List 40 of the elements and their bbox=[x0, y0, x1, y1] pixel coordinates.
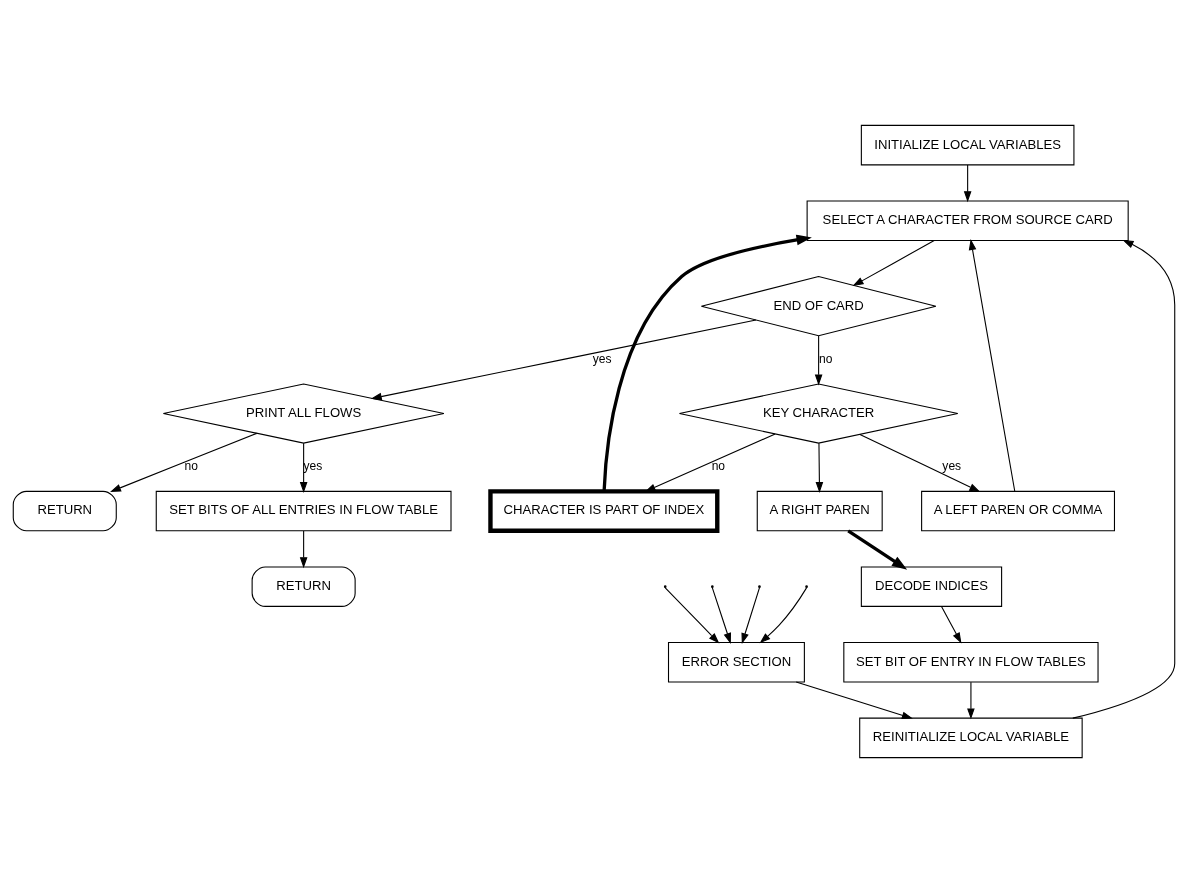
edge-label: yes bbox=[592, 351, 612, 366]
arrow bbox=[644, 432, 776, 492]
edge-label: no bbox=[819, 351, 833, 366]
arrow bbox=[941, 605, 962, 644]
edge-label: no bbox=[184, 458, 199, 473]
arrow bbox=[711, 586, 732, 644]
arrow bbox=[602, 234, 812, 491]
arrow bbox=[847, 529, 908, 570]
node-box: A LEFT PAREN OR COMMA bbox=[921, 490, 1115, 531]
node-box: SET BITS OF ALL ENTRIES IN FLOW TABLE bbox=[155, 490, 452, 531]
arrow bbox=[299, 442, 308, 493]
arrow bbox=[370, 319, 757, 400]
node-box: SELECT A CHARACTER FROM SOURCE CARD bbox=[806, 199, 1129, 241]
arrow bbox=[815, 442, 824, 493]
node-box: A RIGHT PAREN bbox=[756, 490, 883, 531]
arrow bbox=[299, 530, 308, 568]
arrow bbox=[1072, 239, 1176, 719]
node-diamond: KEY CHARACTER bbox=[678, 382, 959, 444]
node-box: RETURN bbox=[251, 565, 356, 607]
edge-label: no bbox=[711, 458, 726, 473]
node-box: DECODE INDICES bbox=[860, 565, 1003, 607]
arrow bbox=[963, 164, 972, 202]
arrow bbox=[859, 433, 981, 492]
arrow bbox=[795, 681, 913, 719]
arrow bbox=[110, 432, 258, 492]
node-box: REINITIALIZE LOCAL VARIABLE bbox=[859, 717, 1083, 758]
node-diamond: PRINT ALL FLOWS bbox=[162, 382, 445, 444]
arrow bbox=[741, 586, 760, 644]
arrow bbox=[852, 239, 935, 286]
node-box: CHARACTER IS PART OF INDEX bbox=[488, 488, 720, 533]
arrow bbox=[759, 586, 808, 643]
node-box: INITIALIZE LOCAL VARIABLES bbox=[860, 124, 1075, 165]
arrow bbox=[967, 681, 975, 719]
arrow bbox=[968, 238, 1016, 492]
node-box: SET BIT OF ENTRY IN FLOW TABLES bbox=[843, 641, 1099, 683]
node-box: ERROR SECTION bbox=[667, 641, 805, 683]
edge-label: yes bbox=[942, 458, 962, 473]
arrow bbox=[814, 334, 823, 385]
node-box: RETURN bbox=[12, 490, 117, 531]
arrow bbox=[664, 586, 720, 644]
